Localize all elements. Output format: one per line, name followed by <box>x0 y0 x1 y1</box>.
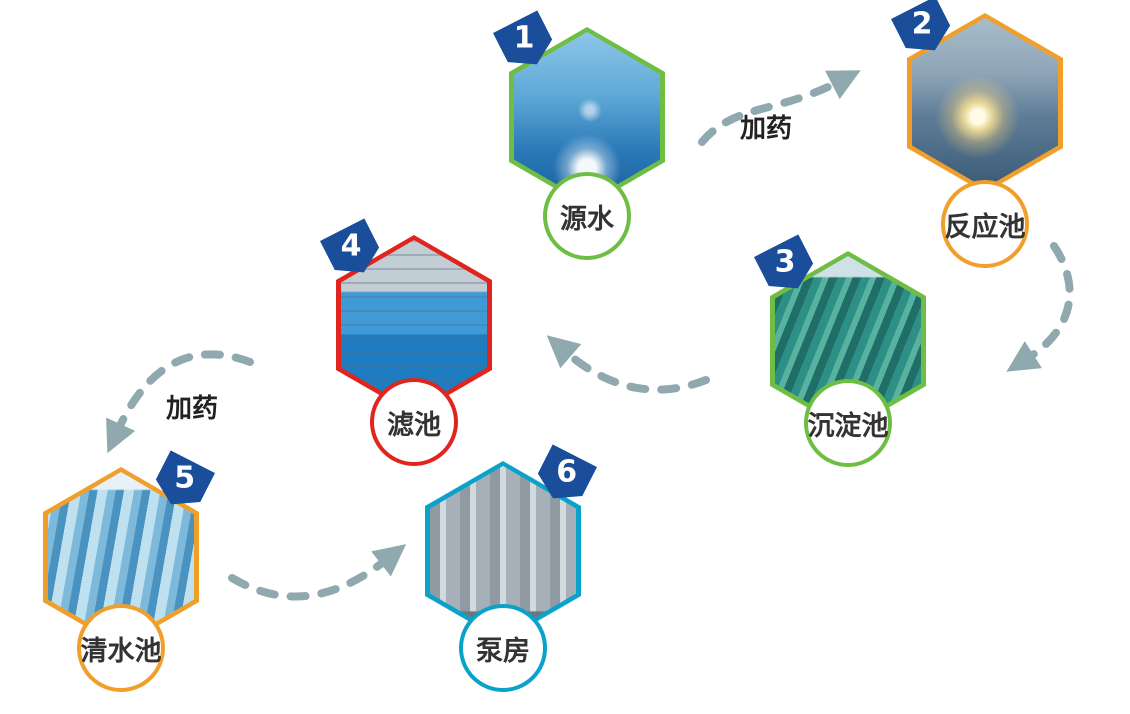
edge-arrow-sedimentation-to-filter <box>546 335 710 394</box>
step-number: 1 <box>513 20 535 56</box>
step-number: 2 <box>911 6 933 42</box>
edge-label-dosing-top: 加药 <box>740 114 793 144</box>
node-label: 沉淀池 <box>807 410 889 442</box>
edge-label-dosing-left: 加药 <box>166 394 219 424</box>
node-label-badge: 泵房 <box>459 604 547 692</box>
node-sedimentation-pool: 3 沉淀池 <box>770 251 926 491</box>
step-number: 4 <box>340 228 362 264</box>
node-pump-room: 6 泵房 <box>425 461 581 701</box>
edge-arrow-clearwater-to-pump <box>228 544 407 601</box>
node-label: 源水 <box>560 203 614 235</box>
node-label-badge: 源水 <box>543 172 631 260</box>
edge-arrow-reaction-to-sedimentation <box>1006 242 1074 372</box>
node-label-badge: 反应池 <box>941 180 1029 268</box>
node-label: 清水池 <box>80 635 162 667</box>
step-number: 5 <box>173 460 195 496</box>
node-source-water: 1 源水 <box>509 27 665 267</box>
step-number: 3 <box>774 244 796 280</box>
step-number: 6 <box>555 454 577 490</box>
node-label-badge: 清水池 <box>77 604 165 692</box>
node-label: 滤池 <box>387 409 441 441</box>
node-label-badge: 沉淀池 <box>804 379 892 467</box>
node-label: 泵房 <box>476 635 530 667</box>
node-filter-pool: 4 滤池 <box>336 235 492 475</box>
node-label: 反应池 <box>944 211 1026 243</box>
node-clear-water-pool: 5 清水池 <box>43 467 199 707</box>
node-label-badge: 滤池 <box>370 378 458 466</box>
node-reaction-pool: 2 反应池 <box>907 13 1063 268</box>
